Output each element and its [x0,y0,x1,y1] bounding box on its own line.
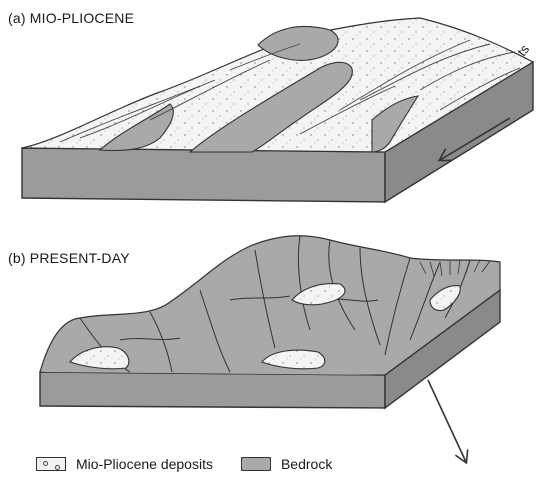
legend-bedrock-swatch [241,457,271,471]
legend: Mio-Pliocene deposits Bedrock [36,456,332,472]
drainage-arrow [428,380,466,462]
legend-deposit-swatch [36,457,66,471]
block-a-front-face [22,148,385,202]
block-a [22,18,533,202]
legend-deposit-label: Mio-Pliocene deposits [76,456,213,472]
block-b [40,236,500,408]
legend-bedrock-label: Bedrock [281,456,332,472]
block-b-front-face [40,372,385,408]
